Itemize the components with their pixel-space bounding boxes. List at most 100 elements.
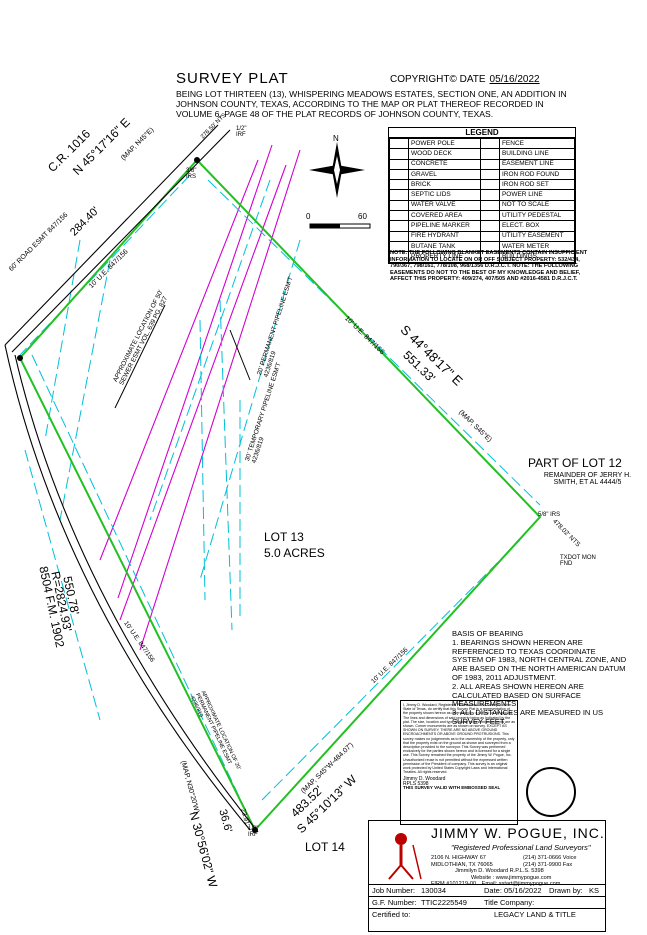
legend-label: POWER LINE	[498, 189, 576, 201]
legend-label: IRON ROD FOUND	[498, 168, 576, 181]
legend-row: PIPELINE MARKER ELECT. BOX	[389, 220, 576, 232]
easement-line	[199, 239, 301, 581]
legend-label: SEPTIC LIDS	[408, 189, 481, 201]
part-lot: PART OF LOT 12	[528, 456, 622, 470]
iron-rod-marker	[17, 355, 23, 361]
signer-name: Jimmy D. Woodard	[403, 776, 446, 783]
legend-label: IRON ROD SET	[498, 179, 576, 191]
pointer-arrow	[229, 329, 251, 381]
company-address: 2106 N. HIGHWAY 67 (214) 371-0666 Voice …	[431, 855, 601, 888]
legend-label: BRICK	[408, 179, 481, 191]
legend-label: ELECT. BOX	[498, 220, 576, 232]
remainder-owner: REMAINDER OF JERRY H. SMITH, ET AL 4444/…	[543, 472, 632, 486]
row-line	[4, 124, 219, 346]
easement-line	[207, 179, 541, 506]
legend-label: BUILDINGS	[498, 251, 576, 263]
lot13-label: LOT 13	[264, 530, 304, 544]
legend-symbol	[479, 199, 500, 212]
legend-label: FIRE HYDRANT	[408, 230, 481, 242]
legend-symbol	[479, 137, 500, 150]
pipeline-line	[119, 164, 287, 621]
basis-of-bearing: BASIS OF BEARING 1. BEARINGS SHOWN HEREO…	[452, 629, 627, 726]
title-row-3: Certified to: LEGACY LAND & TITLE	[369, 908, 605, 931]
seal-note: THIS SURVEY VALID WITH EMBOSSED SEAL	[403, 784, 501, 790]
pipeline-line	[139, 149, 301, 651]
legend-label: BUILDING LINE	[498, 148, 576, 160]
drawn-value: KS	[589, 886, 600, 895]
legend-label: UTILITY PEDESTAL	[498, 210, 576, 222]
job-label: Job Number:	[372, 886, 415, 895]
legend-title: LEGEND	[389, 128, 575, 138]
legend-symbol	[479, 210, 500, 222]
legend-symbol	[389, 148, 409, 160]
row-line	[14, 354, 259, 833]
txdot-mon: TXDOT MON FND	[560, 555, 596, 567]
surveyor-certification: I, Jimmy D. Woodard, Registered Professi…	[400, 700, 518, 825]
legend-label: EASEMENT LINE	[498, 158, 576, 170]
legend-row: SEPTIC LIDS POWER LINE	[389, 189, 576, 201]
title-company-label: Title Company:	[484, 898, 535, 907]
irf-sw: 1/2" IRF	[248, 826, 259, 838]
legend-label: WOOD DECK	[408, 148, 481, 160]
legend-symbol	[479, 189, 500, 201]
legend-symbol	[389, 189, 409, 201]
iron-rod-marker	[252, 827, 258, 833]
irf-nw: 1/2" IRF	[236, 126, 247, 138]
legend-symbol	[389, 179, 409, 191]
title-block: JIMMY W. POGUE, INC. "Registered Profess…	[368, 820, 606, 932]
pointer-arrow	[114, 304, 166, 409]
legend-symbol	[479, 158, 500, 170]
legend-symbol	[479, 230, 500, 242]
website: Website : www.jimmypogue.com	[471, 874, 552, 881]
scale-start: 0	[306, 212, 311, 221]
title-row-1: Job Number: 130034 Date: 05/16/2022 Draw…	[369, 884, 605, 896]
easement-line	[44, 239, 81, 441]
legend-symbol	[389, 168, 409, 181]
title-row-2: G.F. Number: TTIC2225549 Title Company:	[369, 896, 605, 908]
easement-line	[219, 299, 233, 631]
company-name: JIMMY W. POGUE, INC.	[431, 825, 605, 841]
phone: (214) 371-0666 Voice	[523, 855, 577, 861]
legend-label: WATER VALVE	[408, 199, 481, 212]
legend-row: BRICK IRON ROD SET	[389, 179, 576, 191]
legend-label: GRAVEL	[408, 168, 481, 181]
easement-line	[199, 319, 206, 601]
iron-rod-marker	[194, 157, 200, 163]
rpls-number: RPLS 5398	[403, 780, 429, 787]
drawn-label: Drawn by:	[549, 886, 583, 895]
legend-label: CONCRETE	[408, 158, 481, 170]
notes: NOTE: THE FOLLOWING BLANKET EASEMENTS CO…	[390, 250, 588, 283]
easement-line	[149, 179, 271, 521]
legend-symbol	[389, 230, 409, 242]
legend-row: WOOD DECK BUILDING LINE	[389, 148, 576, 160]
job-number: 130034	[421, 886, 447, 895]
surveyor-name: Jimmilyn D. Woodard R.P.L.S. 5398	[455, 868, 544, 874]
legend-row: GRAVEL IRON ROD FOUND	[389, 168, 576, 181]
pipeline-line	[99, 159, 259, 561]
legend-symbol	[389, 220, 409, 232]
legend-symbol	[479, 220, 500, 232]
legend-row: WATER VALVE NOT TO SCALE	[389, 199, 576, 212]
legend-label: NOT TO SCALE	[498, 199, 576, 212]
row-line	[4, 344, 251, 831]
legend-label: PIPELINE MARKER	[408, 220, 481, 232]
easement-line	[24, 449, 101, 721]
copyright-label: COPYRIGHT© DATE	[390, 74, 486, 85]
address-line1: 2106 N. HIGHWAY 67	[431, 855, 486, 861]
easement-line	[31, 354, 251, 821]
acres-label: 5.0 ACRES	[264, 546, 325, 560]
legend-row: CONCRETE EASEMENT LINE	[389, 158, 576, 170]
page-title: SURVEY PLAT	[176, 70, 289, 87]
date-label: Date:	[484, 886, 502, 895]
certification-text: I, Jimmy D. Woodard, Registered Professi…	[403, 703, 516, 775]
legend-symbol	[479, 168, 500, 181]
irs-nw: 3/8" IRS	[186, 168, 197, 180]
north-arrow-icon	[309, 142, 365, 198]
